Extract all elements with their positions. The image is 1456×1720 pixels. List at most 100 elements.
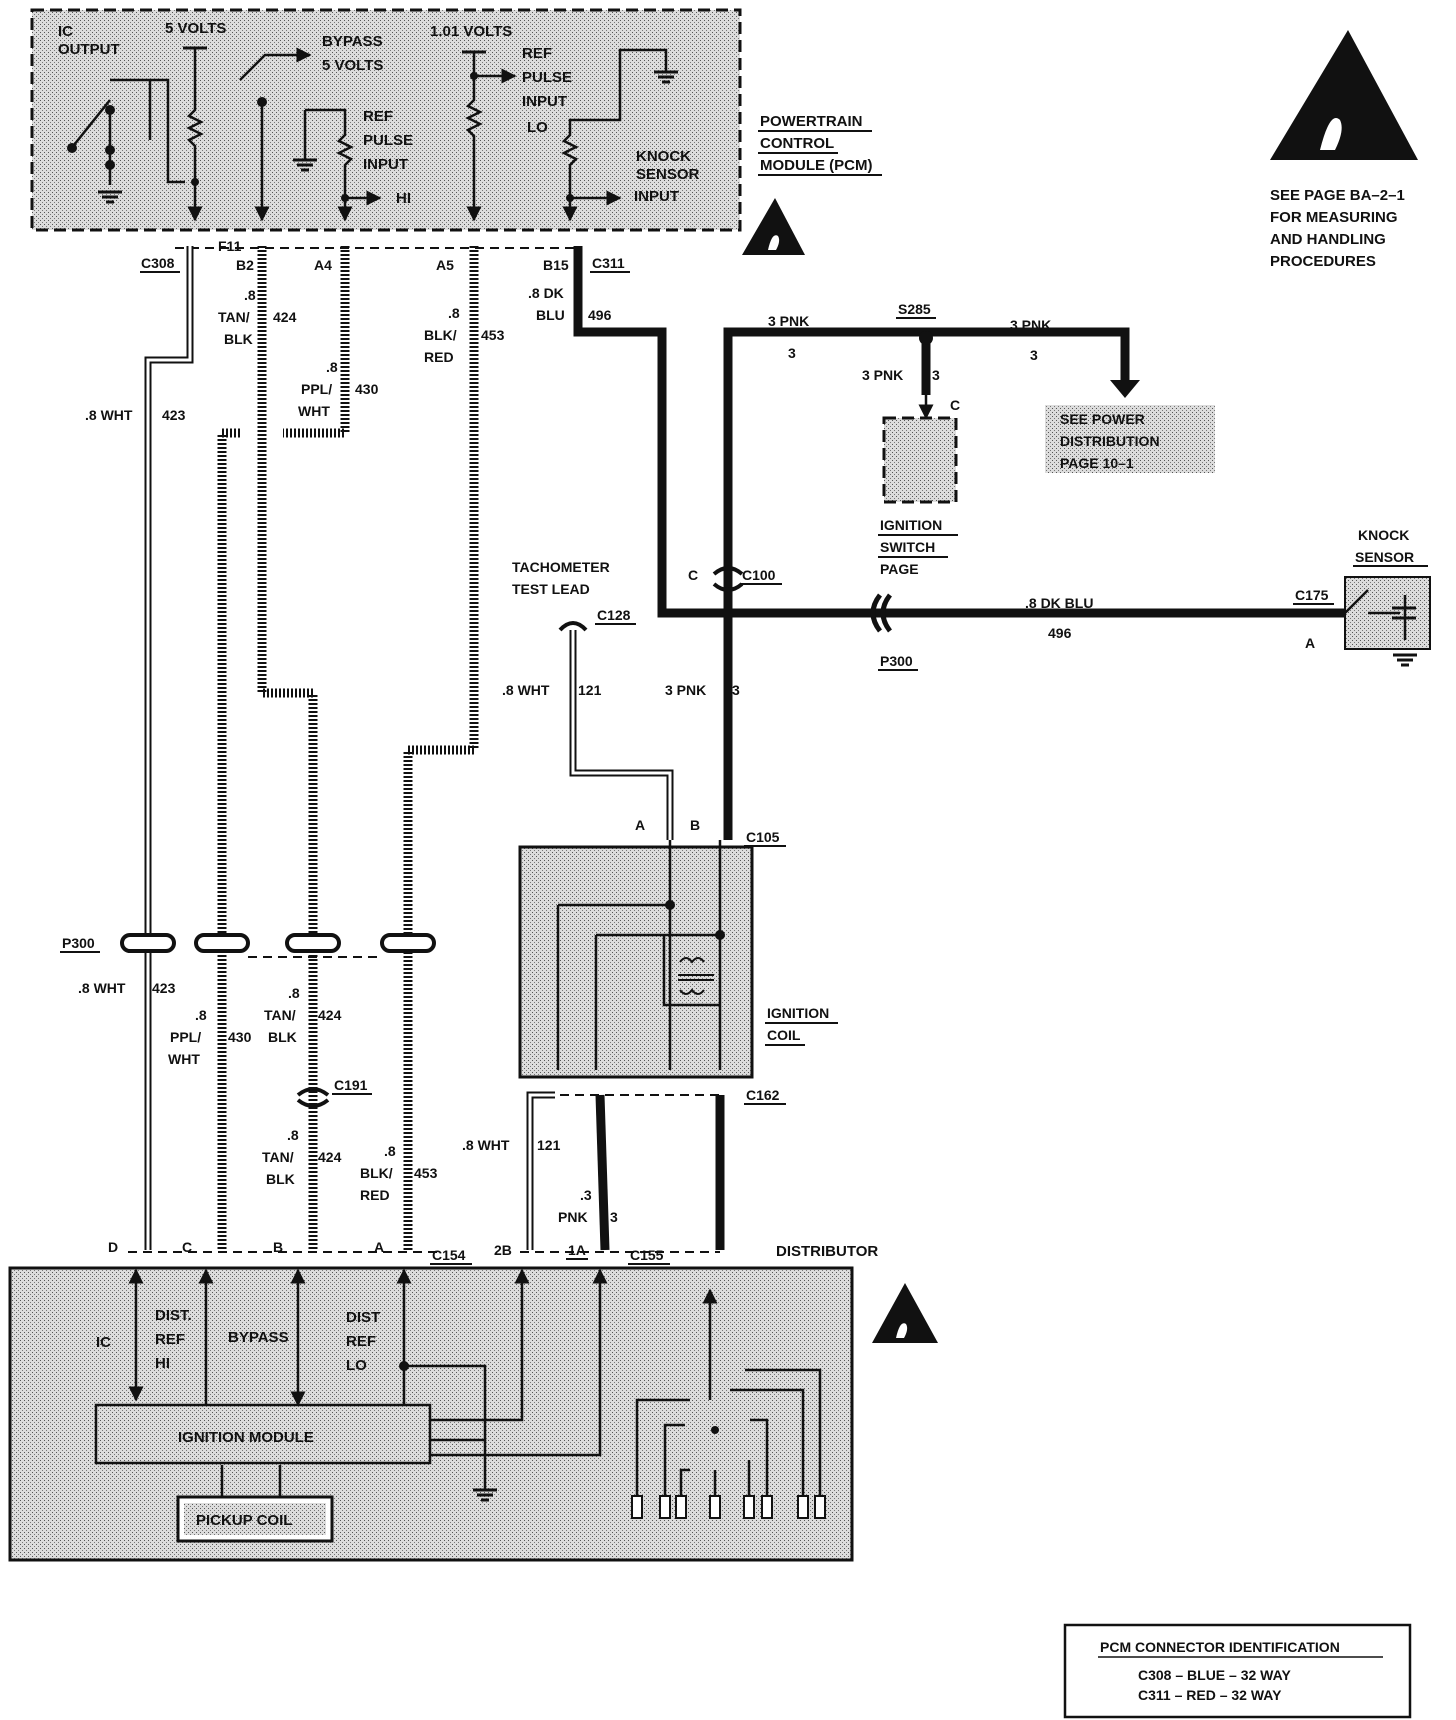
w430-size-bottom: .8 bbox=[195, 1007, 207, 1023]
ignition-module: IGNITION MODULE bbox=[94, 1403, 432, 1465]
pcm-title-3: MODULE (PCM) bbox=[760, 157, 873, 174]
pcm-title-2: CONTROL bbox=[760, 135, 834, 152]
esd-note-2: FOR MEASURING bbox=[1270, 209, 1398, 226]
w121-num-bottom: 121 bbox=[537, 1137, 561, 1153]
dist-pin-c: C bbox=[182, 1239, 192, 1255]
bypass-label-2: 5 VOLTS bbox=[322, 57, 383, 74]
conn-c155: C155 bbox=[630, 1247, 664, 1263]
w424-num-mid: 424 bbox=[318, 1007, 342, 1023]
w424-num-top: 424 bbox=[273, 309, 297, 325]
ignition-coil bbox=[518, 840, 754, 1079]
pin-f11: F11 bbox=[218, 238, 242, 254]
pnk-left-num: 3 bbox=[788, 345, 796, 361]
distributor-cap-contacts-icon bbox=[631, 1368, 826, 1519]
w430-color1-top: PPL/ bbox=[301, 381, 332, 397]
c105-pin-a: A bbox=[635, 817, 645, 833]
w424-size-mid: .8 bbox=[288, 985, 300, 1001]
ref-hi-label-3: INPUT bbox=[363, 156, 408, 173]
pcm-connector-id-box: PCM CONNECTOR IDENTIFICATION C308 – BLUE… bbox=[1063, 1623, 1412, 1719]
w424-color1-mid: TAN/ bbox=[264, 1007, 296, 1023]
pnk3-size: .3 bbox=[580, 1187, 592, 1203]
conn-c175: C175 bbox=[1295, 587, 1329, 603]
wire-424 bbox=[257, 246, 318, 1250]
w430-color2-top: WHT bbox=[298, 403, 330, 419]
pnk-left-label: 3 PNK bbox=[768, 313, 809, 329]
p300-harness-connector bbox=[120, 933, 436, 958]
c175-pin-a: A bbox=[1305, 635, 1315, 651]
dist-pin-1a: 1A bbox=[568, 1242, 586, 1258]
esd-note-4: PROCEDURES bbox=[1270, 253, 1376, 270]
dist-pin-d: D bbox=[108, 1239, 118, 1255]
ign-coil-label-2: COIL bbox=[767, 1027, 801, 1043]
ignition-switch-box bbox=[882, 395, 958, 504]
w121-size-top: .8 WHT bbox=[502, 682, 550, 698]
dist-ref-lo-3: LO bbox=[346, 1357, 367, 1374]
ignition-module-label: IGNITION MODULE bbox=[178, 1429, 314, 1446]
one-point-oh-one-volts-label: 1.01 VOLTS bbox=[430, 23, 512, 40]
conn-c308: C308 bbox=[141, 255, 175, 271]
w453-color2-top: RED bbox=[424, 349, 454, 365]
w424-size-top: .8 bbox=[244, 287, 256, 303]
pcm-conn-id-row1: C308 – BLUE – 32 WAY bbox=[1138, 1667, 1291, 1683]
distributor-label: DISTRIBUTOR bbox=[776, 1243, 878, 1260]
c191-connector bbox=[296, 1087, 330, 1108]
dist-pin-b: B bbox=[273, 1239, 283, 1255]
w496-num-knock: 496 bbox=[1048, 625, 1072, 641]
knock-sensor bbox=[1344, 576, 1431, 667]
w496-full-label: .8 DK BLU bbox=[1025, 595, 1093, 611]
pin-a4: A4 bbox=[314, 257, 332, 273]
five-volts-label: 5 VOLTS bbox=[165, 20, 226, 37]
wire-423 bbox=[144, 246, 194, 1250]
ic-label: IC bbox=[96, 1334, 111, 1351]
pin-b15: B15 bbox=[543, 257, 569, 273]
ref-lo-label-3: INPUT bbox=[522, 93, 567, 110]
dist-ref-hi-2: REF bbox=[155, 1331, 185, 1348]
w424-num-bottom: 424 bbox=[318, 1149, 342, 1165]
tach-label-2: TEST LEAD bbox=[512, 581, 590, 597]
pin-b2: B2 bbox=[236, 257, 254, 273]
wire-496 bbox=[573, 246, 1345, 618]
ref-lo-label-1: REF bbox=[522, 45, 552, 62]
dist-pin-2b: 2B bbox=[494, 1242, 512, 1258]
wire-430 bbox=[217, 246, 350, 1250]
esd-note-1: SEE PAGE BA–2–1 bbox=[1270, 187, 1405, 204]
ref-lo-label-2: PULSE bbox=[522, 69, 572, 86]
w453-color2-bottom: RED bbox=[360, 1187, 390, 1203]
w453-color1-top: BLK/ bbox=[424, 327, 457, 343]
w430-color1-bottom: PPL/ bbox=[170, 1029, 201, 1045]
knock-sensor-label-1: KNOCK bbox=[1358, 527, 1409, 543]
dist-pin-a: A bbox=[374, 1239, 384, 1255]
w496-num: 496 bbox=[588, 307, 612, 323]
w423-num-top: 423 bbox=[162, 407, 186, 423]
w424-size-bottom: .8 bbox=[287, 1127, 299, 1143]
w423-size-bottom: .8 WHT bbox=[78, 980, 126, 996]
dist-ref-hi-1: DIST. bbox=[155, 1307, 192, 1324]
ref-hi-label-4: HI bbox=[396, 190, 411, 207]
conn-c105: C105 bbox=[746, 829, 780, 845]
w424-color2-mid: BLK bbox=[268, 1029, 297, 1045]
w430-color2-bottom: WHT bbox=[168, 1051, 200, 1067]
esd-small-icon-pcm bbox=[742, 198, 805, 255]
see-power-distribution-box bbox=[1045, 405, 1215, 473]
tach-connector-icon bbox=[558, 621, 588, 632]
w423-size-top: .8 WHT bbox=[85, 407, 133, 423]
pnk-c100-num: 3 bbox=[732, 682, 740, 698]
wire-453 bbox=[403, 246, 479, 1250]
w430-size-top: .8 bbox=[326, 359, 338, 375]
esd-warning-icon bbox=[1270, 30, 1418, 160]
conn-c191: C191 bbox=[334, 1077, 368, 1093]
w121-num-top: 121 bbox=[578, 682, 602, 698]
pickup-coil-label: PICKUP COIL bbox=[196, 1512, 292, 1529]
dist-ref-lo-2: REF bbox=[346, 1333, 376, 1350]
w424-color2-top: BLK bbox=[224, 331, 253, 347]
pcm-conn-id-row2: C311 – RED – 32 WAY bbox=[1138, 1687, 1282, 1703]
ign-coil-label-1: IGNITION bbox=[767, 1005, 829, 1021]
pcm-module: IC OUTPUT 5 VOLTS BYPASS 5 VOLTS REF PUL… bbox=[30, 8, 742, 232]
pnk-switch-num: 3 bbox=[932, 367, 940, 383]
pnk-right-num: 3 bbox=[1030, 347, 1038, 363]
conn-c128: C128 bbox=[597, 607, 631, 623]
see-power-label-1: SEE POWER bbox=[1060, 411, 1145, 427]
pcm-title-1: POWERTRAIN bbox=[760, 113, 863, 130]
ref-hi-label-2: PULSE bbox=[363, 132, 413, 149]
bypass-label-1: BYPASS bbox=[322, 33, 383, 50]
